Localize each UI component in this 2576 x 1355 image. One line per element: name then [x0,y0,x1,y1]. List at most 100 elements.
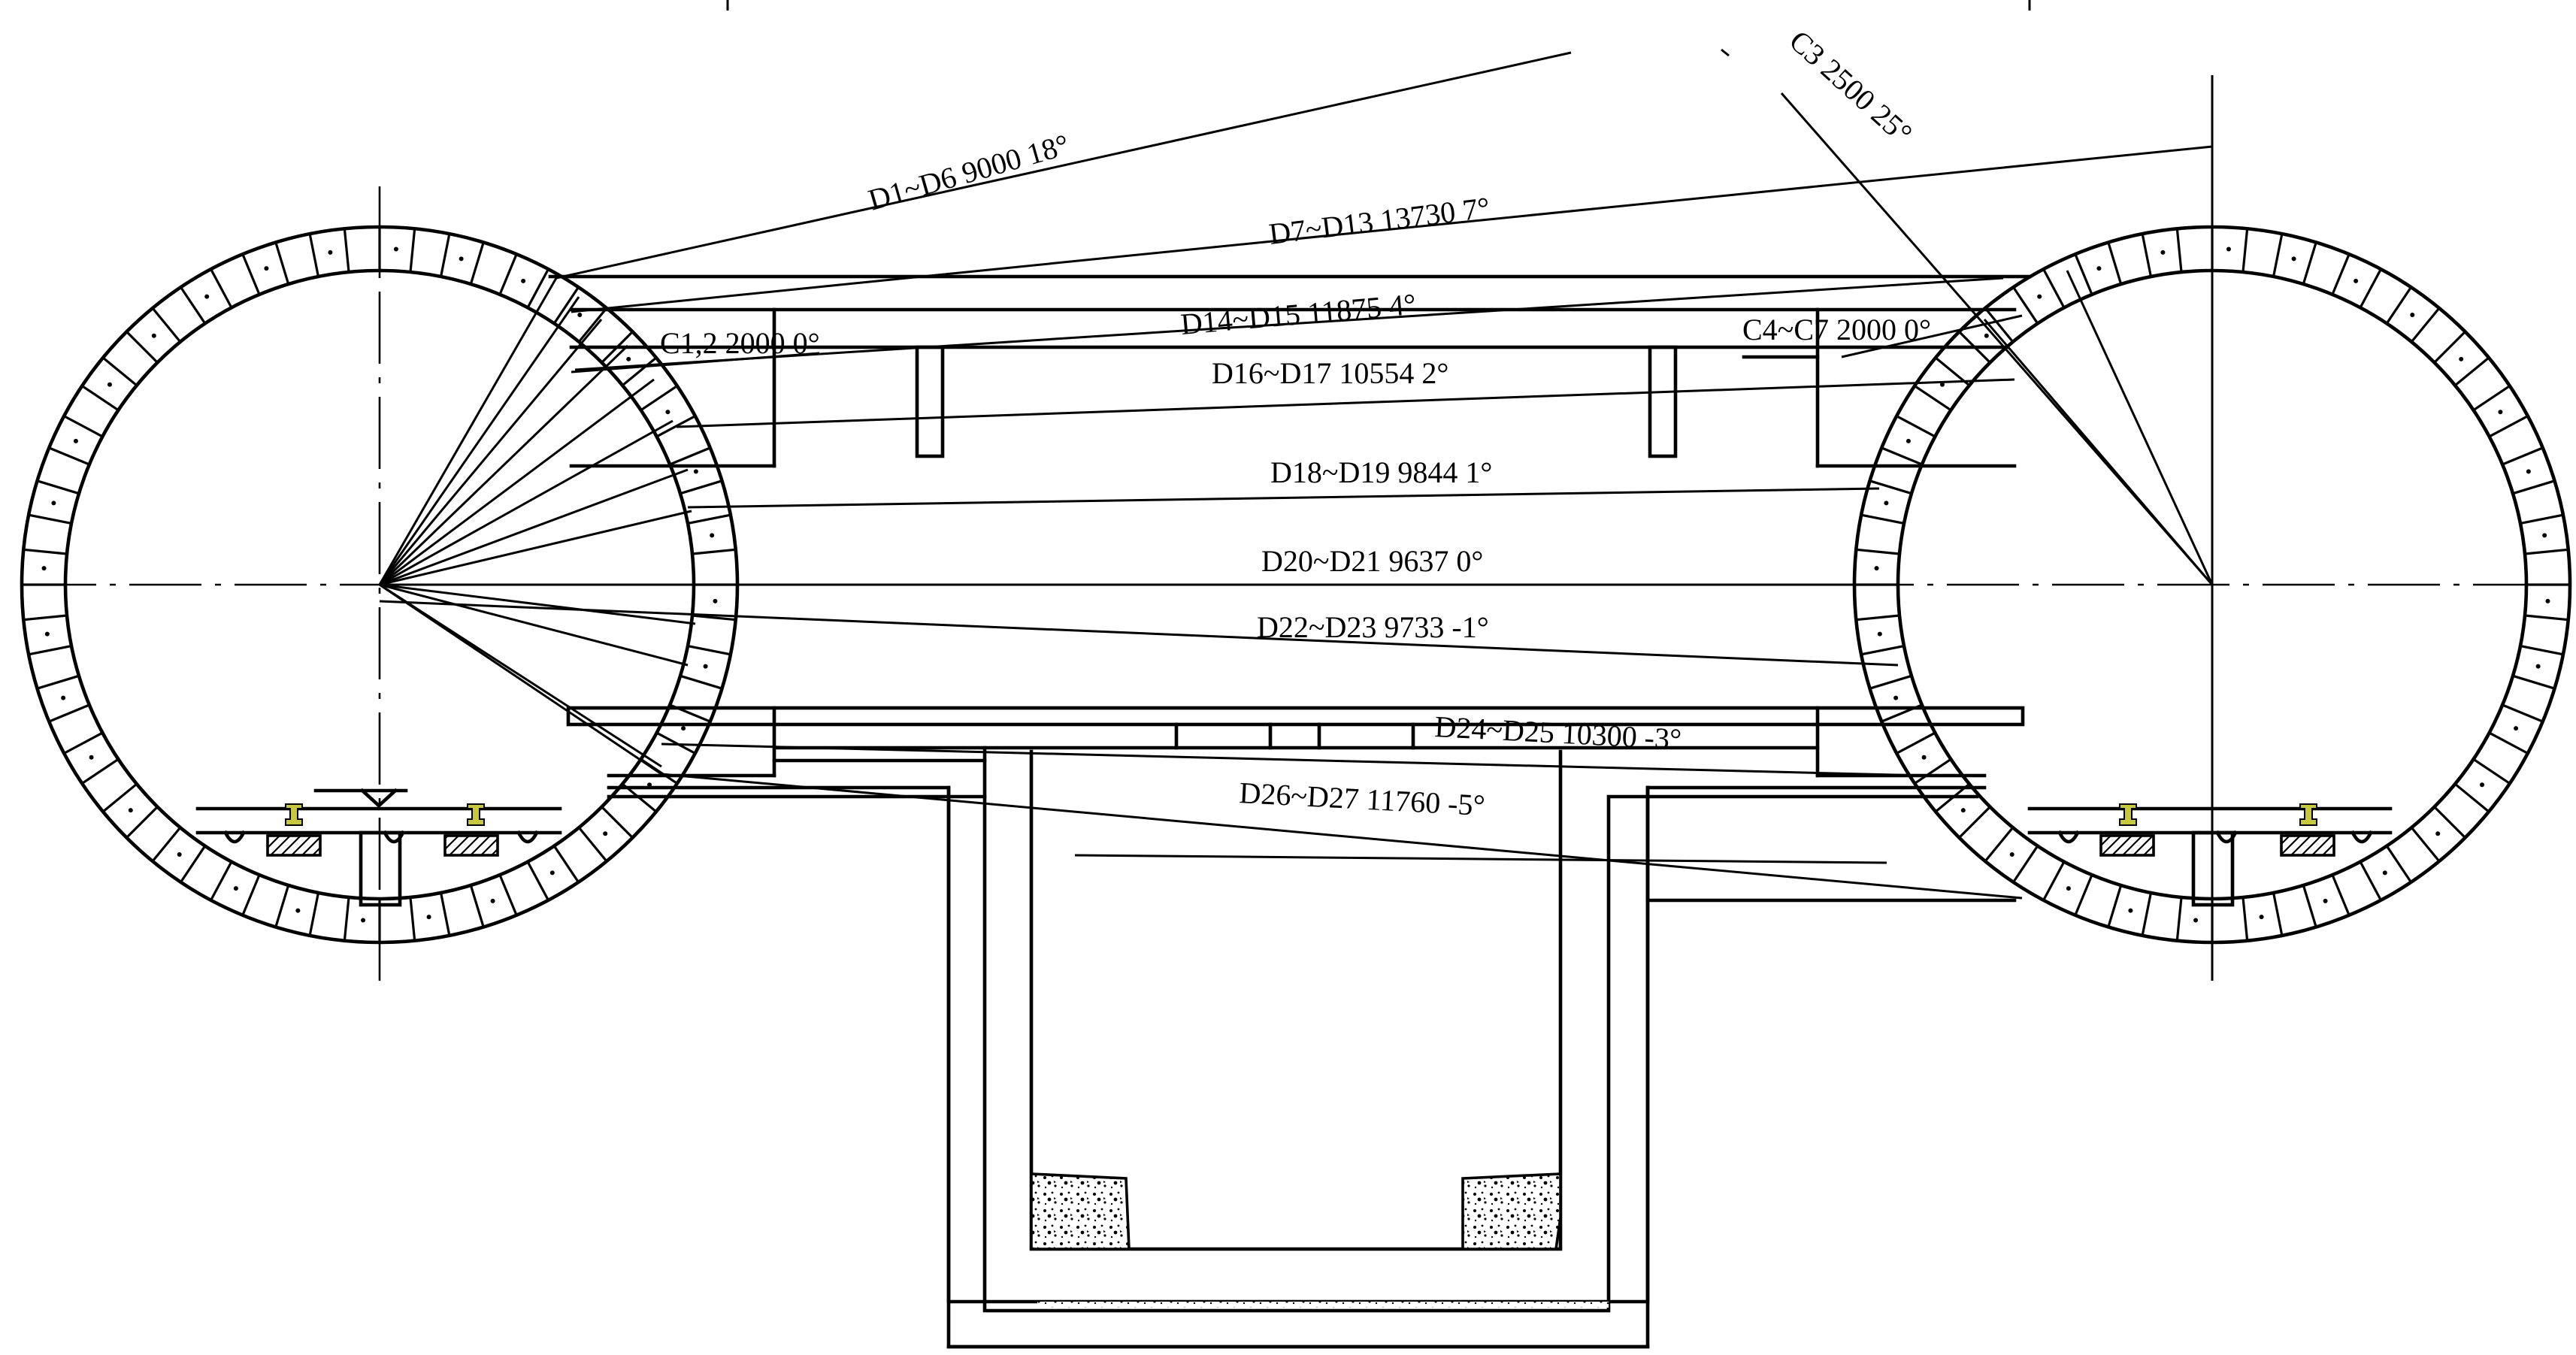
lining-segment-joint [343,897,350,941]
lining-segment-joint [81,385,120,412]
right-tunnel [1842,75,2572,981]
lining-segment-joint [2502,446,2544,466]
lining-segment-joint [687,513,731,525]
lining-segment-joint [151,307,182,343]
right-sleeper-pad-2 [2280,834,2335,857]
lining-segment-joint [2524,614,2568,622]
lining-segment-joint [498,874,518,916]
lining-segment-joint [552,845,580,883]
line-d16-d17 [676,378,2015,428]
left-sleeper-pad-1 [266,834,322,857]
lining-bolt-dot [2323,898,2328,903]
lining-segment-joint [1914,758,1952,785]
lining-bolt-dot [44,631,50,637]
label-d7-d13: D7~D13 13730 7° [1267,190,1492,251]
lining-segment-joint [2454,356,2490,387]
lining-bolt-dot [2066,886,2071,891]
right-rail-1 [2119,803,2137,826]
lining-bolt-dot [681,726,686,731]
lining-segment-joint [2331,253,2350,295]
pit-left-concrete-block [1030,1172,1131,1251]
lining-segment-joint [2502,703,2544,723]
lining-bolt-dot [603,831,608,836]
lining-bolt-dot [2291,256,2296,262]
lining-bolt-dot [2193,918,2199,923]
lining-segment-joint [692,614,736,622]
lining-segment-joint [28,513,72,525]
lining-segment-joint [308,233,320,277]
lining-bolt-dot [1939,382,1945,387]
lining-bolt-dot [665,410,670,415]
lining-segment-joint [439,892,451,936]
lining-segment-joint [2433,806,2466,839]
label-c3: C3 2500 25° [1783,23,1919,150]
lining-bolt-dot [128,808,133,813]
lining-bolt-dot [1960,808,1966,813]
lining-segment-joint [2074,874,2093,916]
lining-segment-joint [1984,827,2014,862]
lining-bolt-dot [1984,333,1989,338]
lining-segment-joint [1869,674,1912,690]
lining-segment-joint [37,479,80,495]
lining-segment-joint [439,233,451,277]
lining-segment-joint [622,356,657,387]
lining-segment-joint [2042,860,2066,901]
lining-bolt-dot [2160,250,2166,255]
lining-segment-joint [1860,644,1905,656]
lining-segment-joint [274,242,290,285]
upper-left-post [915,345,945,458]
lining-bolt-dot [2542,533,2547,538]
lining-bolt-dot [2382,870,2387,876]
lining-segment-joint [498,253,518,295]
lining-segment-joint [2272,892,2284,936]
lining-segment-joint [2175,228,2183,273]
lining-bolt-dot [577,312,583,317]
lining-segment-joint [2472,758,2511,785]
lining-segment-joint [669,446,711,466]
lining-bolt-dot [328,250,333,255]
lining-bolt-dot [204,294,210,299]
lining-segment-joint [274,885,290,927]
right-trackbed [2027,803,2393,907]
lining-segment-joint [2074,253,2093,295]
lining-bolt-dot [107,382,112,387]
lining-bolt-dot [426,915,431,920]
lining-bolt-dot [459,256,464,262]
lining-bolt-dot [2535,664,2541,669]
left-fan-lines [378,277,696,776]
line-d1-d6-tick [1721,48,1730,57]
drill-labels: D1~D6 9000 18° C3 2500 25° D7~D13 13730 … [660,23,1931,822]
lining-segment-joint [210,860,233,901]
lining-bolt-dot [2226,247,2231,252]
lining-segment-joint [2524,548,2568,555]
lining-segment-joint [102,356,138,387]
lining-segment-joint [2242,897,2249,941]
lining-segment-joint [241,253,261,295]
lining-bolt-dot [713,598,718,603]
lining-bolt-dot [521,278,526,283]
lining-segment-joint [2520,513,2564,525]
lining-bolt-dot [295,908,301,913]
lining-segment-joint [1881,446,1923,466]
line-d7-d13 [571,145,2213,313]
line-d1-d6 [555,51,1572,280]
lining-bolt-dot [177,852,182,857]
lining-segment-joint [63,415,104,438]
pit-middle-wall [982,746,1979,1313]
left-level-mark [313,788,408,809]
label-c1-2: C1,2 2000 0° [660,326,820,360]
line-d24-d25 [661,743,1925,777]
lining-segment-joint [680,479,722,495]
lining-bolt-dot [151,333,156,338]
lining-segment-joint [601,806,634,839]
lining-segment-joint [180,286,207,325]
line-c3 [1780,92,2214,585]
label-d16-d17: D16~D17 10554 2° [1212,356,1448,390]
lining-bolt-dot [710,533,715,538]
lining-segment-joint [1896,415,1936,438]
lining-bolt-dot [2498,410,2503,415]
right-drain-slot [2191,830,2235,907]
lining-bolt-dot [490,898,495,903]
lining-segment-joint [48,703,90,723]
